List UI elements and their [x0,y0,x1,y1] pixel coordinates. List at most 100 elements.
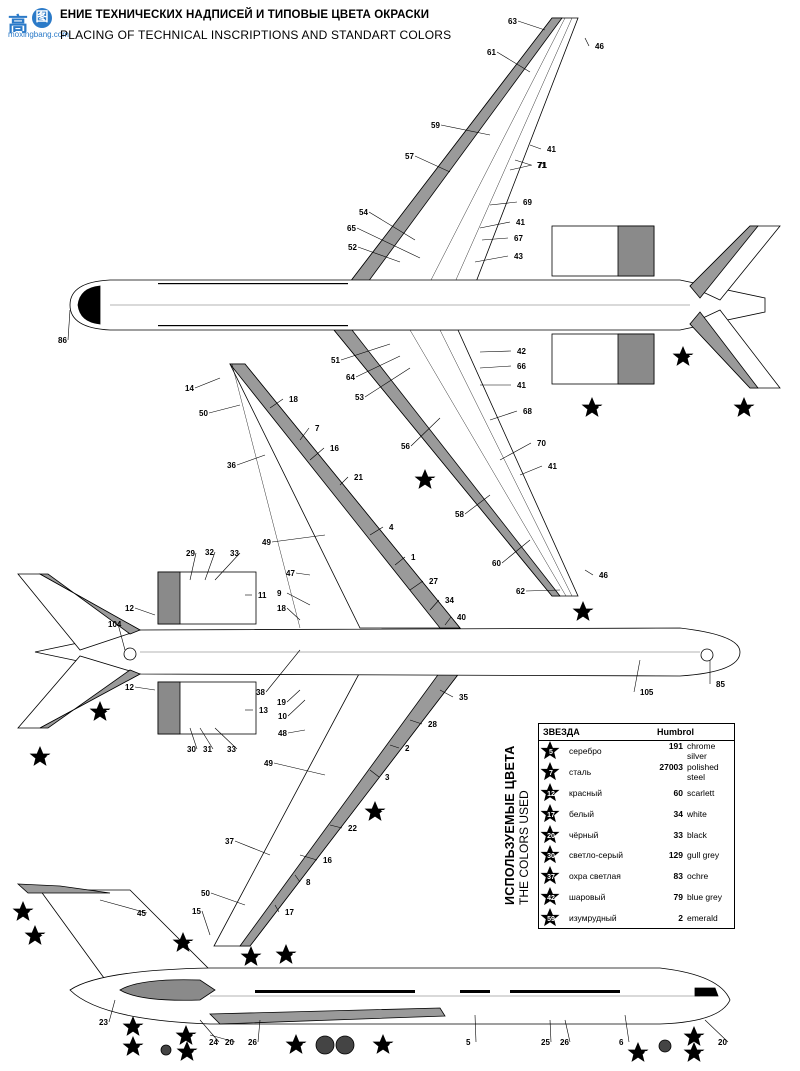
callout-number: 46 [599,571,608,580]
star-marker-icon: 12 [539,782,569,803]
colors-used-vertical-title: ИСПОЛЬЗУЕМЫЕ ЦВЕТА THE COLORS USED [503,745,531,905]
star-marker-number: 37 [644,1050,653,1059]
star-number: 7 [549,770,553,777]
callout-number: 52 [348,243,357,252]
callout-number: 36 [227,461,236,470]
star-number: 12 [547,791,555,798]
star-marker-number: 5 [292,952,297,961]
watermark-glyph-circle: 图 [32,8,52,28]
callout-leader-line [134,686,156,691]
callout-number: 56 [401,442,410,451]
callout-leader-line [624,1014,630,1043]
star-marker-number: 5 [598,405,603,414]
callout-leader-line [584,37,590,47]
callout-number: 67 [514,234,523,243]
callout-number: 5 [466,1038,471,1047]
callout-leader-line [357,246,401,263]
callout-number: 41 [547,145,556,154]
callout-number: 47 [286,569,295,578]
star-marker-number: 12 [29,909,38,918]
callout-leader-line [474,1014,477,1043]
star-marker-icon: 17 [539,803,569,824]
callout-leader-line [286,607,301,621]
top-view-windows [158,283,348,327]
callout-leader-line [439,689,454,698]
callout-number: 45 [137,909,146,918]
callout-leader-line [287,729,306,734]
callout-number: 21 [354,473,363,482]
legend-color-name-en: white [687,808,707,819]
star-marker-number: 30 [700,1034,709,1043]
legend-color-name-ru: белый [569,808,595,819]
callout-leader-line [209,1034,236,1043]
star-number: 30 [547,853,555,860]
star-number: 42 [547,895,555,902]
callout-number: 29 [186,549,195,558]
callout-number: 65 [347,224,356,233]
star-number: 59 [547,916,555,923]
side-view-aircraft [16,883,731,1056]
callout-number: 63 [508,17,517,26]
star-marker-number: 30 [139,1024,148,1033]
callout-number: 49 [262,538,271,547]
callout-leader-line [499,442,532,461]
star-marker-number: 20 [700,1050,709,1059]
callout-number: 53 [355,393,364,402]
star-marker-number: 7 [41,933,46,942]
callout-number: 12 [125,604,134,613]
callout-leader-line [444,616,452,626]
callout-leader-line [496,51,531,73]
star-number: 17 [547,812,555,819]
callout-leader-line [271,534,326,543]
callout-number: 58 [455,510,464,519]
legend-humbrol-code: 27003 [659,762,683,773]
callout-leader-line [189,727,198,750]
callout-leader-line [234,840,271,856]
star-marker-number: 12 [750,405,759,414]
legend-color-name-en: chrome silver [687,741,716,762]
callout-number: 14 [185,384,194,393]
legend-color-name-en: blue grey [687,891,722,902]
callout-number: 26 [560,1038,569,1047]
side-view-windows [255,990,620,993]
callout-number: 50 [199,409,208,418]
watermark-glyph: 高 [8,12,28,36]
callout-leader-line [287,699,306,717]
star-number: 37 [547,874,555,881]
callout-number: 26 [248,1038,257,1047]
callout-number: 10 [278,712,287,721]
star-marker-number: 20 [193,1049,202,1058]
callout-number: 57 [405,152,414,161]
callout-leader-line [519,465,543,476]
legend-color-name-ru: серебро [569,746,602,757]
legend-color-name-ru: красный [569,787,602,798]
legend-humbrol-code: 2 [678,912,683,923]
callout-leader-line [204,551,216,581]
callout-number: 23 [99,1018,108,1027]
callout-number: 9 [277,589,282,598]
callout-leader-line [201,910,211,936]
callout-number: 27 [429,577,438,586]
callout-leader-line [481,237,509,241]
callout-number: 69 [523,198,532,207]
callout-leader-line [369,526,384,536]
callout-number: 41 [548,462,557,471]
legend-humbrol-code: 191 [668,741,683,752]
callout-leader-line [309,447,325,461]
colors-used-title-ru: ИСПОЛЬЗУЕМЫЕ ЦВЕТА [503,745,517,905]
callout-leader-line [474,255,509,263]
callout-number: 61 [487,48,496,57]
callout-number: 104 [108,620,122,629]
callout-leader-line [364,367,411,398]
legend-color-name-ru: охра светлая [569,871,621,882]
callout-number: 18 [277,604,286,613]
callout-leader-line [479,221,511,229]
